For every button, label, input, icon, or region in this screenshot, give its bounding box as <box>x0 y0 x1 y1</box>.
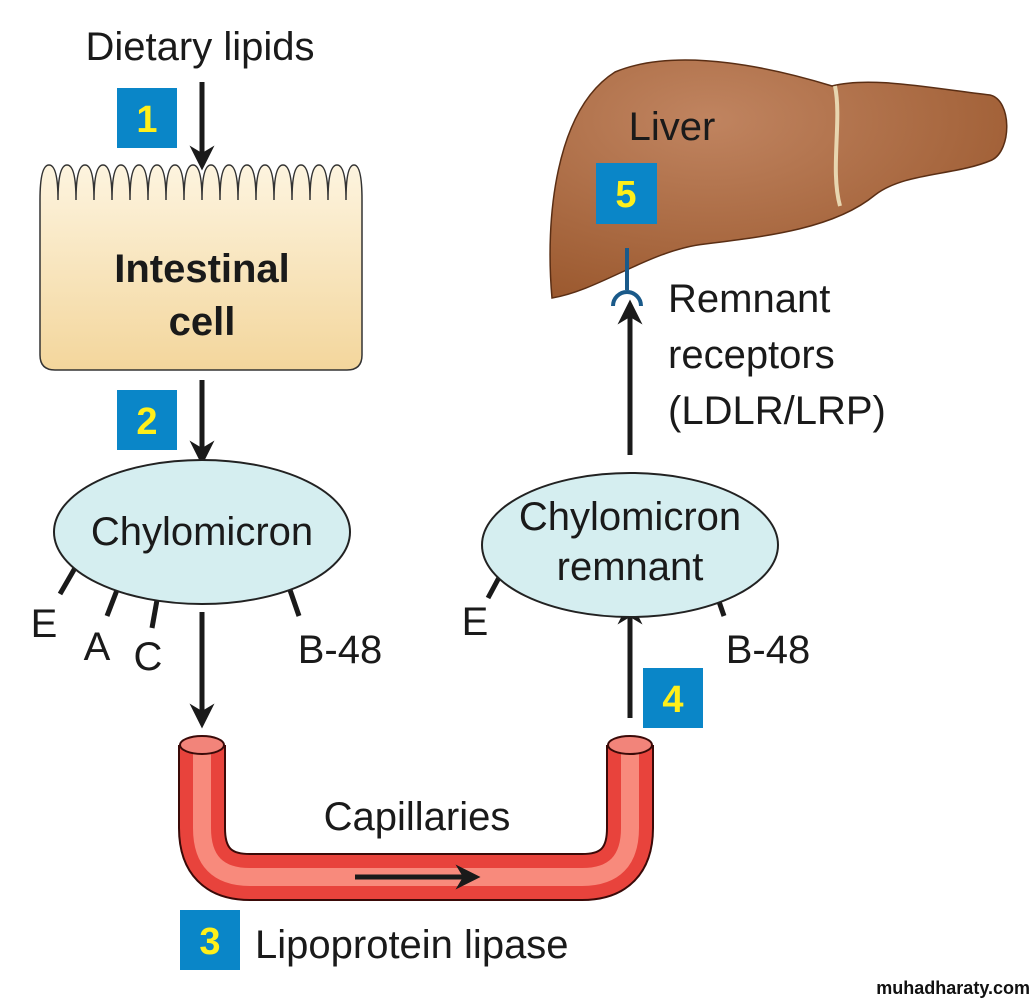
apo-e-label: E <box>31 602 58 646</box>
apo-b48-label: B-48 <box>298 628 383 672</box>
capillaries-label: Capillaries <box>324 795 511 839</box>
capillaries: Capillaries <box>178 735 654 901</box>
remnant-apo-b48-label: B-48 <box>726 628 811 672</box>
dietary-lipids-label: Dietary lipids <box>86 25 315 69</box>
svg-text:1: 1 <box>136 99 157 141</box>
step-5-badge: 5 <box>596 163 657 224</box>
chylomicron: Chylomicron E A C B-48 <box>31 459 383 679</box>
lipoprotein-lipase-label: Lipoprotein lipase <box>255 923 569 967</box>
intestinal-cell-label-line1: Intestinal <box>114 247 290 291</box>
remnant-label-line1: Chylomicron <box>519 495 741 539</box>
step-3-badge: 3 <box>180 910 240 970</box>
svg-text:4: 4 <box>662 679 683 721</box>
receptors-label-line3: (LDLR/LRP) <box>668 389 886 433</box>
remnant-label-line2: remnant <box>557 545 704 589</box>
step-2-badge: 2 <box>117 390 177 450</box>
watermark: muhadharaty.com <box>876 978 1030 998</box>
chylomicron-label: Chylomicron <box>91 510 313 554</box>
chylomicron-remnant: Chylomicron remnant E B-48 <box>462 472 811 672</box>
remnant-apo-e-label: E <box>462 600 489 644</box>
receptors-label-line2: receptors <box>668 333 835 377</box>
liver-label: Liver <box>629 105 716 149</box>
svg-text:5: 5 <box>615 174 636 216</box>
apo-a-label: A <box>84 625 111 669</box>
remnant-receptor-icon <box>611 248 643 307</box>
receptors-label-line1: Remnant <box>668 277 830 321</box>
svg-text:3: 3 <box>199 921 220 963</box>
liver: Liver 5 <box>549 59 1008 299</box>
step-4-badge: 4 <box>643 668 703 728</box>
intestinal-cell-label-line2: cell <box>169 300 236 344</box>
apo-c-label: C <box>134 635 163 679</box>
svg-text:2: 2 <box>136 401 157 443</box>
intestinal-cell: Intestinal cell <box>39 164 363 371</box>
step-1-badge: 1 <box>117 88 177 148</box>
